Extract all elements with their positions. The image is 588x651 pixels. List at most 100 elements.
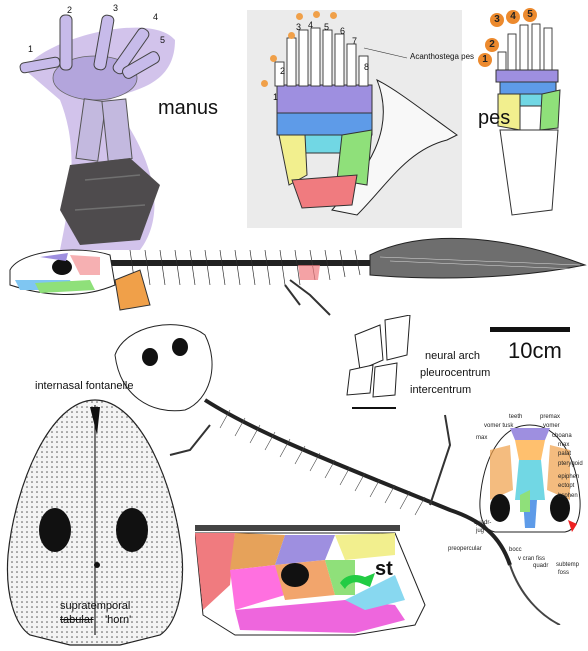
radius-bone <box>75 98 107 162</box>
femur-red <box>291 174 358 209</box>
scale-label: 10cm <box>508 338 562 363</box>
pes-diagram <box>495 23 561 216</box>
dorsal-skeleton <box>114 324 561 625</box>
scale-bar <box>490 327 570 332</box>
acanth-digit-2: 2 <box>280 66 286 76</box>
vertebra-scale-bar <box>352 407 396 409</box>
lateral-bar <box>195 525 400 531</box>
pes-digit-3: 3 <box>490 13 504 27</box>
st-label: st <box>375 558 393 580</box>
tibia-yellow <box>278 134 308 186</box>
supratemporal-label: supratemporal <box>60 600 131 612</box>
tarsal-cyan <box>301 134 343 154</box>
palate-choana: choana <box>552 433 572 439</box>
tail-fin <box>369 237 587 279</box>
ossification-dot <box>313 11 320 18</box>
palate-quadrjug: quadr- <box>474 520 492 526</box>
horn-label: 'horn' <box>105 614 132 626</box>
pes-digit-1: 1 <box>478 53 492 67</box>
tarsal-row-blue <box>276 112 373 136</box>
palate-subtemp2: foss <box>558 570 570 576</box>
hindlimb <box>429 414 452 506</box>
pleurocentrum-label: pleurocentrum <box>420 367 491 379</box>
pes-femur <box>499 129 559 216</box>
pes-tarsal-blue <box>499 81 557 95</box>
pes-tarsal-cyan <box>519 93 543 107</box>
palate-palat: palat <box>558 451 572 457</box>
pes-fibula-green <box>539 89 561 131</box>
tail-end <box>509 564 561 625</box>
acanth-digit-8: 8 <box>364 62 370 72</box>
acanth-digit-3: 3 <box>296 22 302 32</box>
fibula-green <box>336 129 373 186</box>
manus-digit-3: 3 <box>113 3 119 13</box>
skull-lateral-colored <box>195 525 426 636</box>
ossification-dot <box>330 12 337 19</box>
hind-limb <box>284 279 331 316</box>
finger-4 <box>112 27 150 75</box>
acanth-digit-1: 1 <box>273 92 279 102</box>
tarsal-row-purple <box>276 84 373 114</box>
neural-arch-label: neural arch <box>425 350 481 362</box>
acanthostega-pes-diagram <box>274 27 458 216</box>
pes-digit-4: 4 <box>506 10 520 24</box>
palate-subtemp: subtemp <box>556 562 580 568</box>
ossification-dot <box>296 13 303 20</box>
intercentrum-label: intercentrum <box>410 384 472 396</box>
vertebra-inset <box>346 315 411 398</box>
pes-tarsal-purple <box>495 69 559 83</box>
ossification-dot <box>288 32 295 39</box>
lateral-orbit <box>281 563 309 587</box>
manus-digit-4: 4 <box>153 12 159 22</box>
acanth-digit-5: 5 <box>324 22 330 32</box>
acanthostega-pes-label: Acanthostega pes <box>410 52 475 61</box>
pes-digit-2: 2 <box>485 38 499 52</box>
ossification-dot <box>261 80 268 87</box>
left-orbit <box>39 508 71 552</box>
shoulder-girdle <box>114 269 151 311</box>
finger-3 <box>93 14 115 71</box>
palate-max-left: max <box>476 435 488 441</box>
pleurocentrum <box>346 364 374 396</box>
internasal-fontanelle-label: internasal fontanelle <box>35 380 134 392</box>
palate-quadrjug2: jug <box>476 528 485 534</box>
manus-digit-5: 5 <box>160 35 166 45</box>
st-arrow <box>340 573 375 589</box>
ossification-dot <box>270 55 277 62</box>
pes-digit-5: 5 <box>523 8 537 22</box>
parietal-foramen <box>94 562 100 568</box>
palate-premax: premax <box>540 414 561 420</box>
acanth-digit-6: 6 <box>340 26 346 36</box>
palate-pterygoid: pterygoid <box>558 461 583 467</box>
dorsal-spine <box>203 398 512 566</box>
intercentrum <box>372 362 398 398</box>
acanth-digit-4: 4 <box>308 20 314 30</box>
palate-diagram <box>479 424 581 533</box>
palate-boccip: bocc <box>509 547 522 553</box>
preopercular-label: preopercular <box>448 546 482 552</box>
orbit <box>52 259 72 275</box>
acanth-digit-7: 7 <box>352 36 358 46</box>
forelimb <box>169 424 211 456</box>
palate-vomer: vomer <box>543 423 560 429</box>
palate-v-cran-fiss: v cran fiss <box>518 556 546 562</box>
palate-max-right: max <box>558 442 570 448</box>
finger-2 <box>59 14 73 71</box>
manus-digit-2: 2 <box>67 5 73 15</box>
right-orbit <box>116 508 148 552</box>
finger-5 <box>122 51 160 79</box>
manus-digit-1: 1 <box>28 44 34 54</box>
full-skeleton <box>9 237 587 316</box>
palate-vomer-tusk: vomer tusk <box>484 423 514 429</box>
palate-quadr: quadr <box>533 563 549 569</box>
manus-label: manus <box>158 97 219 119</box>
neural-arch <box>354 324 384 371</box>
pes-label: pes <box>478 107 511 129</box>
palate-teeth: teeth <box>509 414 523 420</box>
skull-dorsal-large <box>6 399 184 646</box>
tabular-label: tabular <box>60 614 94 626</box>
palate-bsphen: bsphen <box>558 493 578 499</box>
manus-diagram <box>19 14 175 250</box>
palate-epiphen: epiphen <box>558 474 580 480</box>
